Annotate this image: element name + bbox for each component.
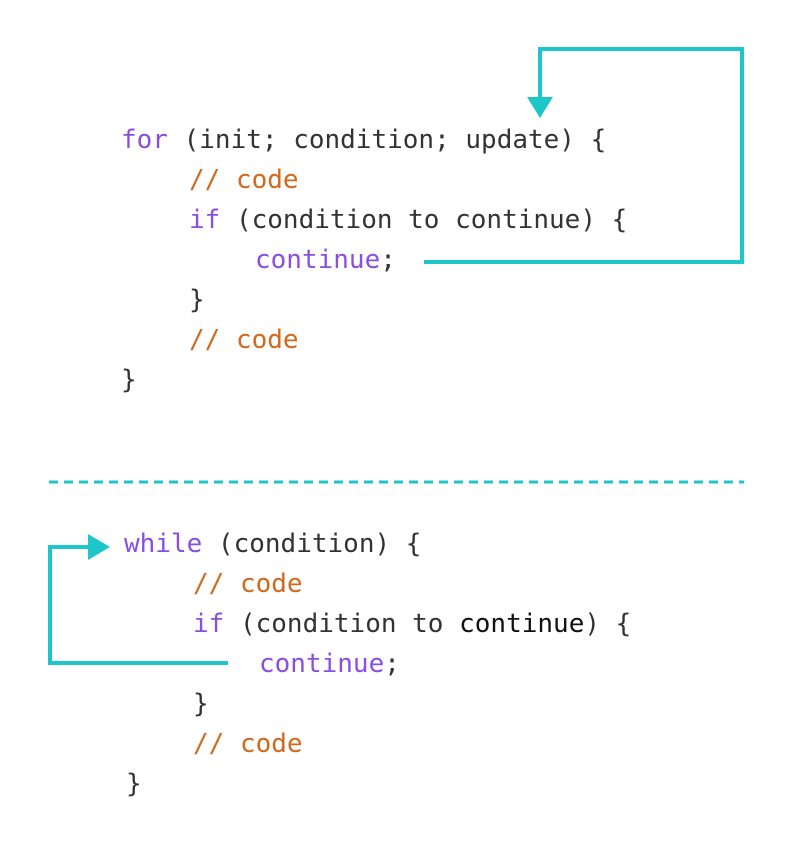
for-arrowhead-icon: [527, 97, 553, 118]
for-continue-arrow: [424, 47, 744, 264]
while-comment-2: // code: [193, 729, 303, 759]
while-arrowhead-icon: [88, 534, 110, 560]
for-comment-2: // code: [189, 325, 299, 355]
while-if-line: if (condition to continue) {: [193, 609, 631, 639]
while-if-text-c: ) {: [584, 609, 632, 639]
for-header-text: (init; condition; update) {: [167, 125, 607, 155]
for-if-close: }: [189, 285, 205, 315]
for-if-line: if (condition to continue) {: [189, 205, 627, 235]
for-continue-semicolon: ;: [380, 245, 396, 275]
for-continue-keyword: continue: [255, 245, 381, 275]
for-if-text: (condition to continue) {: [220, 205, 628, 235]
while-if-close: }: [193, 689, 209, 719]
while-continue-line: continue;: [259, 649, 400, 679]
for-if-keyword: if: [189, 205, 221, 235]
while-header-line: while (condition) {: [124, 529, 421, 559]
while-continue-semicolon: ;: [384, 649, 400, 679]
while-if-text-a: (condition to: [224, 609, 460, 639]
while-header-text: (condition) {: [202, 529, 422, 559]
while-continue-arrow: [48, 545, 228, 665]
while-if-text-b: continue: [459, 609, 585, 639]
while-comment-1: // code: [193, 569, 303, 599]
for-keyword: for: [121, 125, 168, 155]
for-close: }: [121, 365, 137, 395]
while-close: }: [126, 769, 142, 799]
for-comment-1: // code: [189, 165, 299, 195]
while-if-keyword: if: [193, 609, 225, 639]
for-header-line: for (init; condition; update) {: [121, 125, 606, 155]
for-continue-line: continue;: [255, 245, 396, 275]
while-continue-keyword: continue: [259, 649, 385, 679]
while-keyword: while: [124, 529, 203, 559]
